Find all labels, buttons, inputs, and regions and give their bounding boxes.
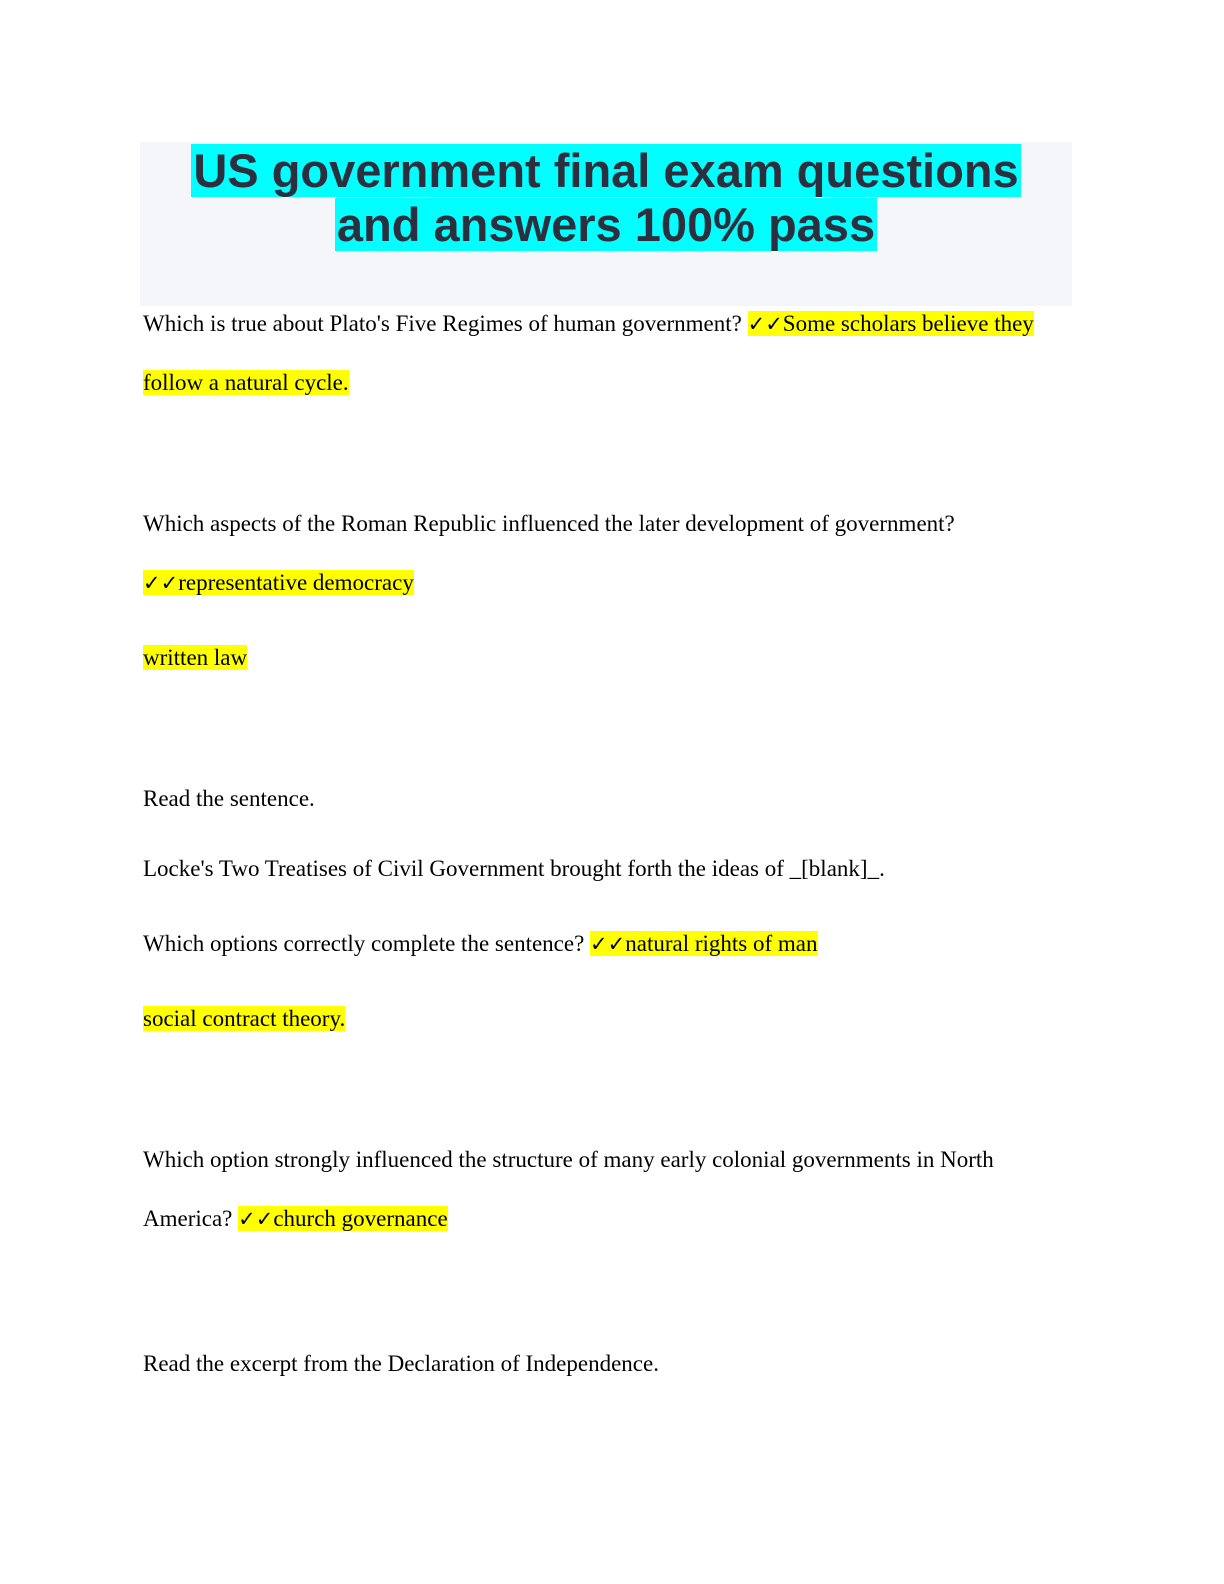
answer-highlight: ✓✓natural rights of man xyxy=(590,931,818,956)
double-check-icon: ✓✓ xyxy=(143,571,179,595)
answer-3b: social contract theory. xyxy=(143,1006,346,1031)
question-1: Which is true about Plato's Five Regimes… xyxy=(143,308,1034,340)
question-3: Which options correctly complete the sen… xyxy=(143,928,818,960)
question-5-intro: Read the excerpt from the Declaration of… xyxy=(143,1351,659,1376)
answer-highlight: ✓✓church governance xyxy=(238,1206,448,1231)
double-check-icon: ✓✓ xyxy=(238,1207,274,1231)
question-4-continued: America? ✓✓church governance xyxy=(143,1206,448,1231)
document-title-line-2: and answers 100% pass xyxy=(334,198,878,251)
question-2: Which aspects of the Roman Republic infl… xyxy=(143,508,955,540)
question-text: Which aspects of the Roman Republic infl… xyxy=(143,511,955,536)
question-text: Which option strongly influenced the str… xyxy=(143,1147,994,1172)
answer-highlight: ✓✓representative democracy xyxy=(143,570,414,595)
document-title-line-1: US government final exam questions xyxy=(191,144,1021,197)
question-4: Which option strongly influenced the str… xyxy=(143,1144,994,1176)
double-check-icon: ✓✓ xyxy=(590,932,626,956)
question-3-intro: Read the sentence. xyxy=(143,786,315,811)
double-check-icon: ✓✓ xyxy=(747,312,783,336)
answer-2b: written law xyxy=(143,645,248,670)
answer-2a: ✓✓representative democracy xyxy=(143,567,414,599)
answer-1-continued: follow a natural cycle. xyxy=(143,370,349,395)
answer-highlight: ✓✓Some scholars believe they xyxy=(747,311,1034,336)
question-text: Which options correctly complete the sen… xyxy=(143,931,585,956)
question-3-sentence: Locke's Two Treatises of Civil Governmen… xyxy=(143,856,885,881)
question-text: Which is true about Plato's Five Regimes… xyxy=(143,311,742,336)
document-title-block: US government final exam questions and a… xyxy=(140,142,1072,306)
